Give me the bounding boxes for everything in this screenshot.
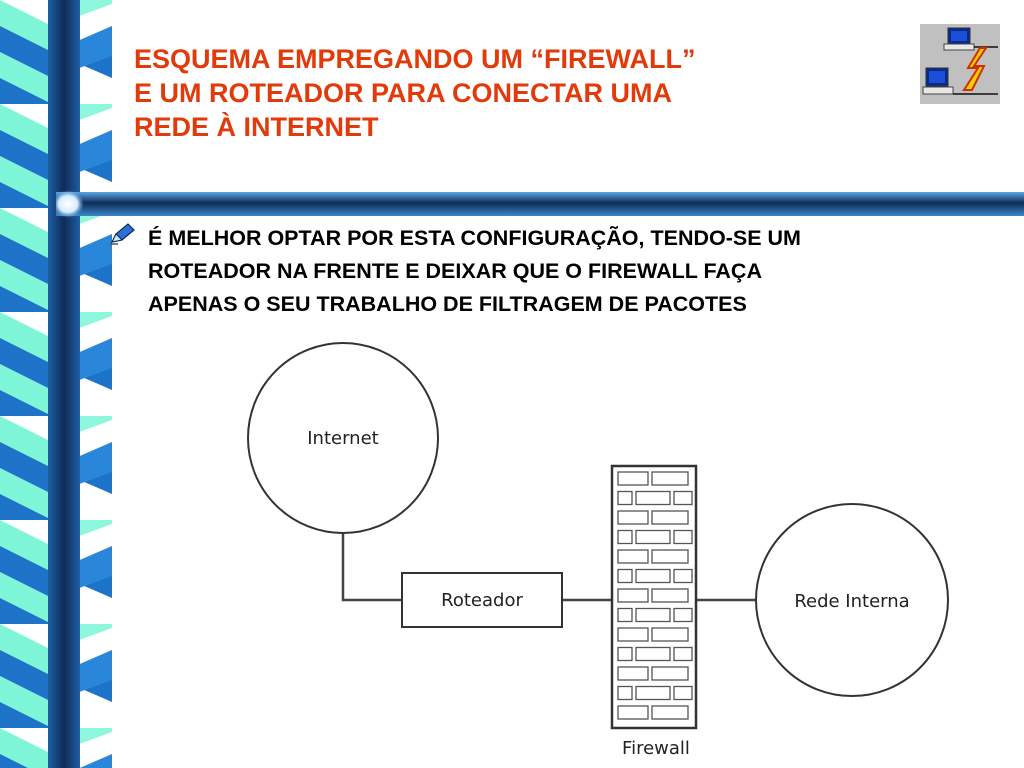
title-separator-bar [56,190,1024,218]
node-firewall-label: Firewall [622,738,690,759]
firewall-brick [635,529,671,545]
firewall-brick [617,568,633,584]
firewall-brick [673,607,693,623]
firewall-brick [617,666,649,681]
network-computers-lightning-icon [920,24,1000,104]
title-line-1: ESQUEMA EMPREGANDO UM “FIREWALL” [134,44,696,74]
firewall-brick [617,471,649,486]
firewall-brick [651,549,689,564]
firewall-brick [617,685,633,701]
firewall-brick [617,705,649,720]
node-roteador: Roteador [401,572,563,628]
firewall-brick [635,685,671,701]
bullet-line-1: É MELHOR OPTAR POR ESTA CONFIGURAÇÃO, TE… [148,226,801,250]
node-roteador-label: Roteador [441,590,523,611]
firewall-brick [617,646,633,662]
slide-title: ESQUEMA EMPREGANDO UM “FIREWALL” E UM RO… [134,42,894,144]
bullet-point: É MELHOR OPTAR POR ESTA CONFIGURAÇÃO, TE… [148,222,1018,321]
firewall-brick [651,588,689,603]
firewall-brick [673,646,693,662]
node-rede-interna-label: Rede Interna [794,591,909,612]
firewall-brick [651,705,689,720]
bullet-line-3: APENAS O SEU TRABALHO DE FILTRAGEM DE PA… [148,292,747,316]
node-internet-label: Internet [307,428,378,449]
decorative-ribbon [0,0,112,768]
title-line-2: E UM ROTEADOR PARA CONECTAR UMA [134,78,672,108]
firewall-brick [651,666,689,681]
network-diagram: Internet Roteador Firewall Rede Interna [247,342,949,759]
edge-internet-roteador [341,516,402,602]
firewall-brick [617,510,649,525]
firewall-brick [617,490,633,506]
firewall-brick [651,627,689,642]
firewall-brick [635,490,671,506]
firewall-brick [617,607,633,623]
firewall-brick [617,627,649,642]
firewall-brick [617,588,649,603]
title-line-3: REDE À INTERNET [134,112,379,142]
firewall-brick [673,685,693,701]
firewall-brick [617,549,649,564]
node-internet: Internet [247,342,439,534]
firewall-brick [651,471,689,486]
firewall-brick [651,510,689,525]
pen-bullet-icon [110,223,135,245]
node-firewall: Firewall [610,464,698,759]
firewall-brick [635,568,671,584]
firewall-brick [673,568,693,584]
firewall-brick [635,607,671,623]
firewall-brick [673,490,693,506]
firewall-brick [673,529,693,545]
node-rede-interna: Rede Interna [755,503,949,697]
firewall-brick [635,646,671,662]
firewall-brick [617,529,633,545]
bullet-line-2: ROTEADOR NA FRENTE E DEIXAR QUE O FIREWA… [148,259,762,283]
